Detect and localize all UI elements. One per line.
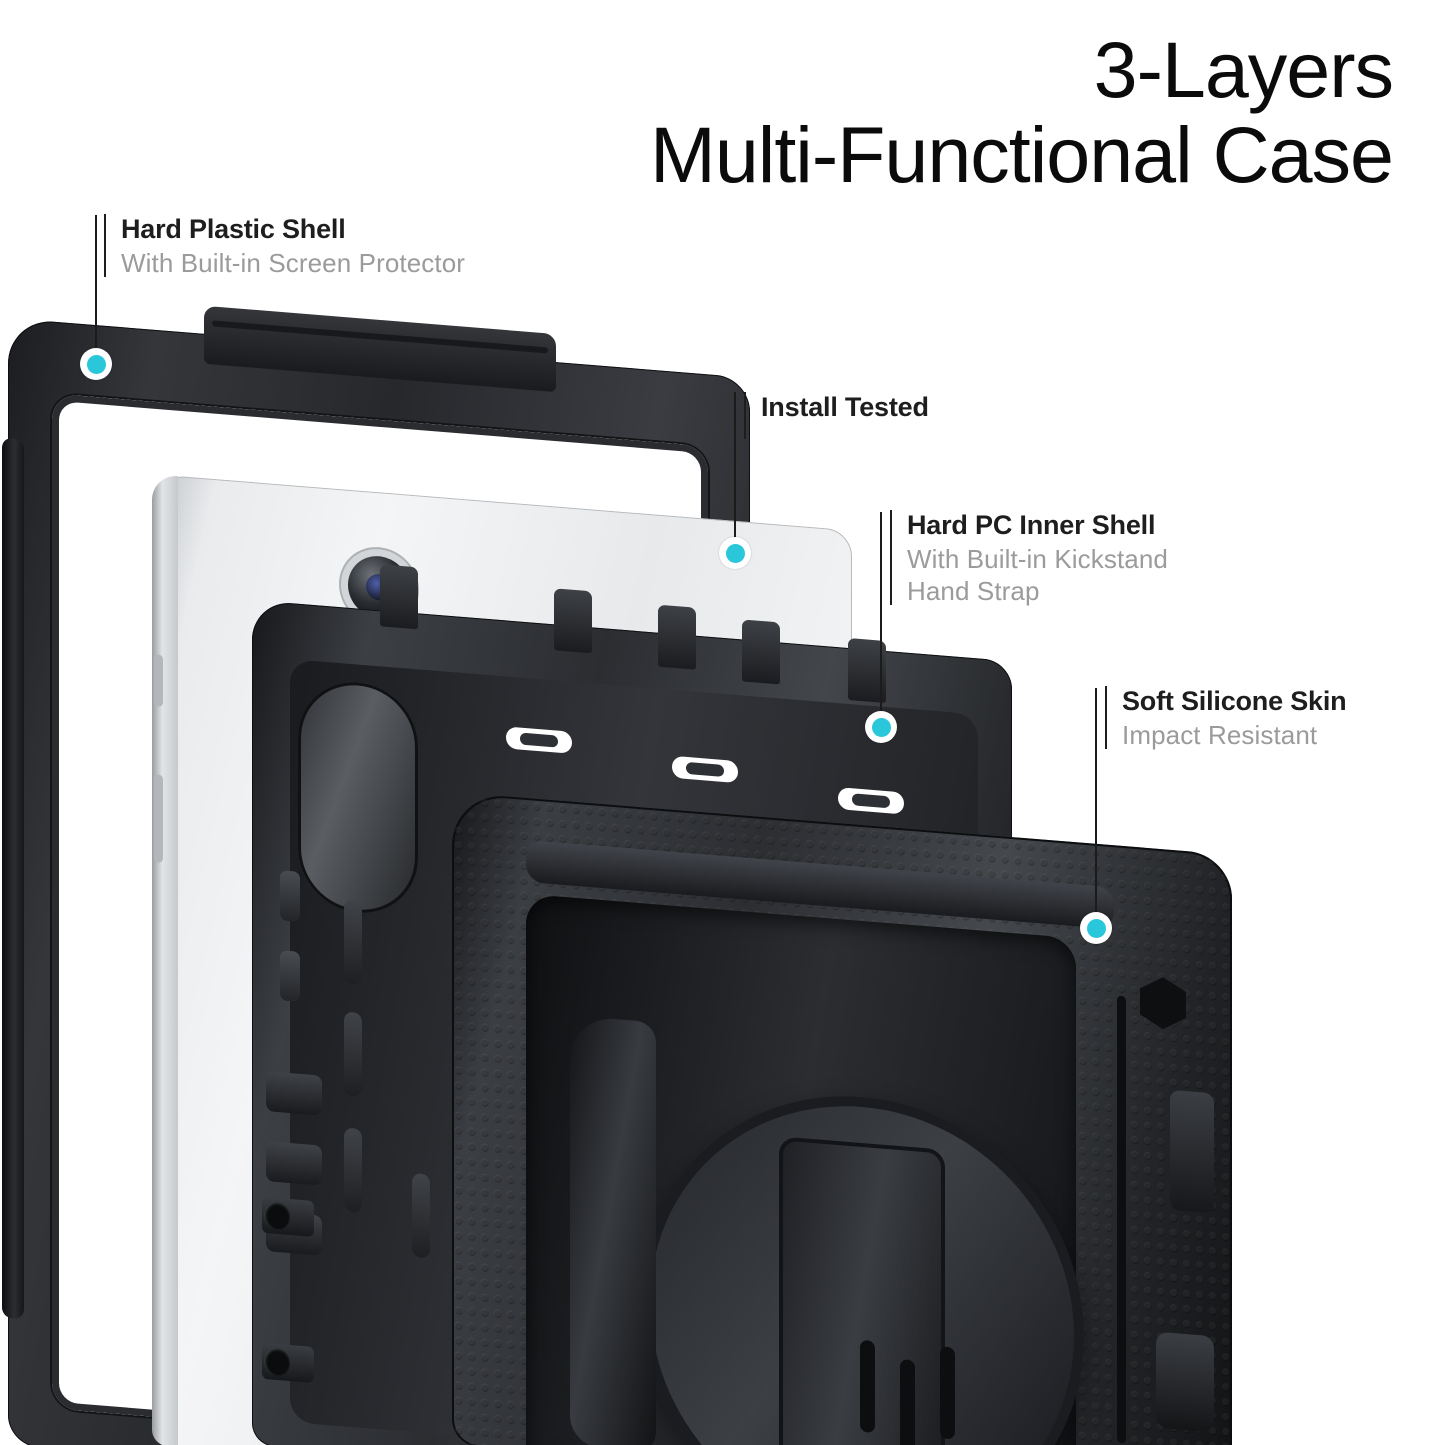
pc-shell-vent-slot	[344, 1011, 362, 1097]
tablet-power-button	[154, 654, 163, 707]
pc-shell-standoff-tube	[262, 1342, 314, 1383]
silicone-skin-vent	[860, 1339, 875, 1434]
pc-shell-grip-ridge	[266, 1141, 322, 1186]
silicone-skin-side-ridge	[1117, 995, 1126, 1444]
silicone-skin-vent	[900, 1359, 915, 1445]
hand-strap-arm	[570, 1015, 656, 1445]
pc-shell-vent-slot	[344, 899, 362, 985]
page-title-line-2: Multi-Functional Case	[650, 109, 1394, 199]
callout-subtitle: With Built-in Screen Protector	[121, 247, 466, 278]
marker-dot-soft-silicone-skin	[1080, 912, 1112, 944]
marker-dot-install-tested	[719, 537, 751, 569]
pc-shell-prong	[742, 619, 780, 685]
marker-dot-hard-plastic-shell	[80, 348, 112, 380]
pc-shell-prong	[658, 604, 696, 670]
cyan-dot-icon	[1086, 918, 1106, 938]
pc-shell-grip-ridge	[266, 1071, 322, 1116]
callout-install-tested: Install Tested	[744, 390, 929, 438]
tablet-volume-button	[154, 774, 163, 863]
leader-line-hard-pc-inner-shell	[880, 512, 882, 727]
cyan-dot-icon	[86, 354, 106, 374]
callout-title: Hard PC Inner Shell	[907, 510, 1156, 540]
leader-line-install-tested	[734, 392, 736, 552]
pc-shell-standoff-tube	[262, 1196, 314, 1237]
pc-shell-prong	[554, 588, 592, 654]
callout-hard-pc-inner-shell: Hard PC Inner Shell With Built-in Kickst…	[890, 508, 1168, 607]
callout-subtitle: Hand Strap	[907, 575, 1040, 606]
silicone-skin-vent	[940, 1346, 955, 1440]
silicone-skin-edge-lip	[1170, 1089, 1214, 1214]
silicone-skin-edge-lip	[1156, 1331, 1214, 1433]
pc-shell-button-cutout	[280, 870, 300, 922]
callout-subtitle: Impact Resistant	[1122, 719, 1318, 750]
pc-shell-button-cutout	[280, 950, 300, 1002]
leader-line-soft-silicone-skin	[1095, 688, 1097, 928]
pc-shell-vent-slot	[344, 1127, 362, 1213]
cyan-dot-icon	[725, 543, 745, 563]
callout-title: Soft Silicone Skin	[1122, 686, 1347, 716]
callout-subtitle: With Built-in Kickstand	[907, 543, 1168, 574]
page-title: 3-Layers Multi-Functional Case	[650, 25, 1394, 199]
hard-plastic-shell-left-edge	[2, 437, 24, 1320]
pc-shell-prong	[380, 564, 418, 630]
pc-shell-vent-slot	[412, 1172, 430, 1259]
marker-dot-hard-pc-inner-shell	[865, 711, 897, 743]
soft-silicone-skin-layer	[452, 792, 1232, 1445]
cyan-dot-icon	[871, 717, 891, 737]
callout-title: Install Tested	[761, 392, 929, 422]
callout-hard-plastic-shell: Hard Plastic Shell With Built-in Screen …	[104, 212, 465, 279]
callout-title: Hard Plastic Shell	[121, 214, 346, 244]
page-title-line-1: 3-Layers	[1093, 25, 1394, 114]
tablet-side-rail	[152, 474, 178, 1445]
pc-shell-camera-cutout	[298, 677, 418, 918]
callout-soft-silicone-skin: Soft Silicone Skin Impact Resistant	[1105, 684, 1347, 751]
leader-line-hard-plastic-shell	[95, 215, 97, 363]
